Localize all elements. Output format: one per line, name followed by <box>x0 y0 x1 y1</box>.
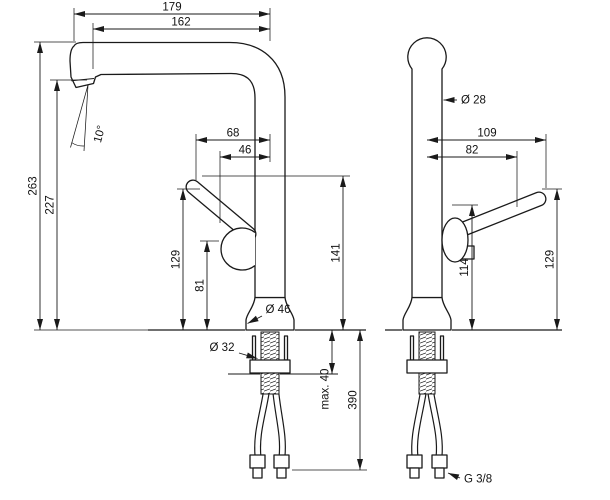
hose-nipple <box>434 467 445 479</box>
side-undermount <box>34 329 366 479</box>
dim-body-diameter: Ø 28 <box>443 95 486 107</box>
dim-handle-max-height: 141 <box>202 175 350 330</box>
side-dimensions: 179 162 263 227 10° <box>28 2 367 471</box>
dim-141-label: 141 <box>331 243 343 262</box>
hose-connector <box>406 454 423 469</box>
dim-below-deck-length: 390 <box>292 330 367 471</box>
dim-dia32-label: Ø 32 <box>210 342 235 354</box>
hose-nipple <box>409 467 420 479</box>
dim-handle-tip-offset-front: 109 <box>427 128 547 188</box>
dim-total-height: 263 <box>28 41 76 330</box>
front-body <box>402 37 547 331</box>
lever-fill <box>459 192 546 235</box>
dim-129-front-label: 129 <box>545 250 557 269</box>
side-body <box>69 41 295 331</box>
handle-ball-joint <box>220 227 256 271</box>
dim-10deg-label: 10° <box>92 124 108 144</box>
side-view: 179 162 263 227 10° <box>28 2 367 479</box>
hose-nipple <box>252 467 263 479</box>
hose-fill <box>428 393 442 458</box>
dim-dia46-label: Ø 46 <box>266 304 291 316</box>
fixing-stud <box>283 335 289 361</box>
dim-82-label: 82 <box>466 145 479 157</box>
dim-g38-label: G 3/8 <box>464 474 492 486</box>
lever-fill <box>186 180 256 241</box>
dim-max-deck-thickness: max. 40 <box>320 330 335 410</box>
dim-outlet-height: 227 <box>45 79 87 330</box>
hose-connector <box>273 454 290 469</box>
hose-nipple <box>276 467 287 479</box>
dim-handle-tip-height-front: 129 <box>542 188 562 330</box>
dim-handle-pivot-offset: 46 <box>219 145 270 223</box>
front-undermount <box>385 329 562 479</box>
dim-390-label: 390 <box>348 390 360 409</box>
dim-hole-diameter: Ø 32 <box>210 342 258 359</box>
dim-outlet-angle: 10° <box>70 84 108 152</box>
dim-109-label: 109 <box>477 128 496 140</box>
dim-spout-reach: 179 <box>73 2 271 41</box>
dim-227-label: 227 <box>45 195 57 214</box>
dim-base-diameter: Ø 46 <box>247 304 291 324</box>
dim-179-label: 179 <box>162 2 181 14</box>
handle-pivot-housing <box>441 217 469 263</box>
dim-handle-pivot-offset-front: 82 <box>427 145 518 207</box>
mounting-bracket <box>249 359 291 374</box>
dim-263-label: 263 <box>28 176 40 195</box>
hose-fill <box>412 393 426 458</box>
hose-fill <box>255 393 269 458</box>
dim-connection-thread: G 3/8 <box>447 472 492 486</box>
dim-162-label: 162 <box>171 17 190 29</box>
front-dimensions: Ø 28 109 82 129 114 <box>427 95 562 486</box>
dim-handle-tip-height: 129 <box>171 188 200 330</box>
fixing-stud <box>409 335 415 361</box>
dim-129-side-label: 129 <box>171 250 183 269</box>
fixing-stud <box>251 335 257 361</box>
front-view: Ø 28 109 82 129 114 <box>385 37 562 486</box>
dim-max40-label: max. 40 <box>320 369 332 410</box>
column-outline <box>407 37 447 299</box>
dim-68-label: 68 <box>227 128 240 140</box>
hose-connector <box>431 454 448 469</box>
dim-aerator-reach: 162 <box>92 17 270 69</box>
mounting-bracket <box>406 359 448 374</box>
dim-dia28-label: Ø 28 <box>461 95 486 107</box>
dim-handle-pivot-height-front: 114 <box>452 204 478 330</box>
dim-handle-pivot-height: 81 <box>195 240 219 330</box>
hose-connector <box>249 454 266 469</box>
dim-81-label: 81 <box>195 279 207 292</box>
spout-and-column-outline <box>69 41 286 299</box>
dim-114-label: 114 <box>459 258 471 277</box>
fixing-stud <box>439 335 445 361</box>
dim-46-label: 46 <box>239 145 252 157</box>
hose-fill <box>273 393 285 458</box>
base-flare <box>402 296 452 331</box>
